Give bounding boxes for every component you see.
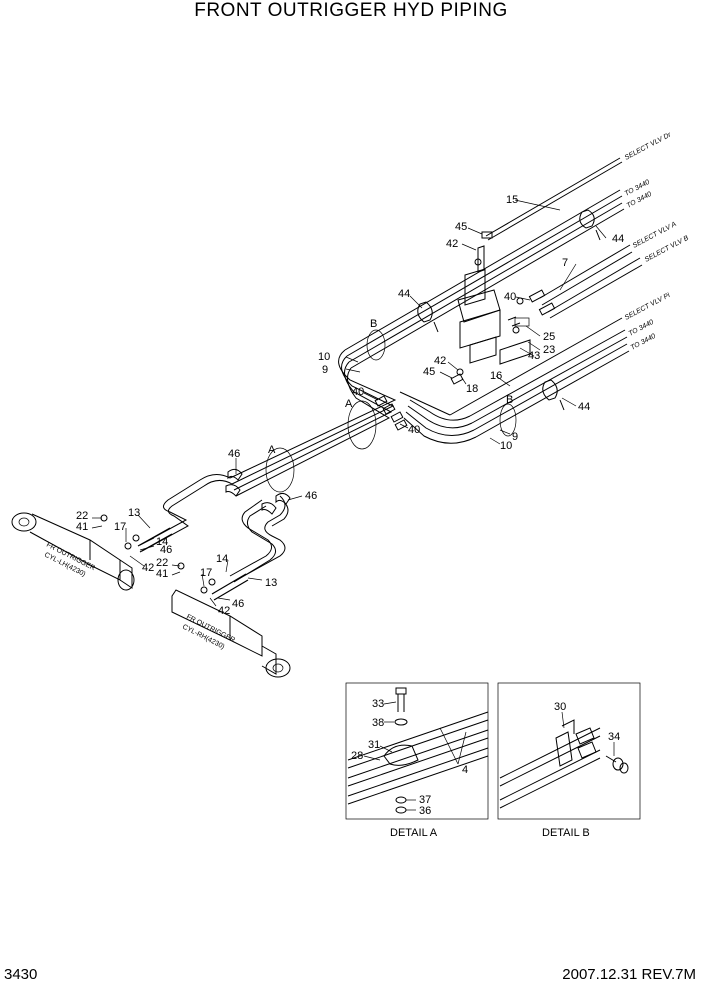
detail-b-drawing xyxy=(499,711,629,809)
part-label: 25 xyxy=(543,331,555,343)
part-label: 46 xyxy=(160,544,172,556)
part-label: 13 xyxy=(265,577,277,589)
page-number: 3430 xyxy=(4,966,38,983)
part-label: 17 xyxy=(200,567,212,579)
detail-a-drawing xyxy=(347,687,489,814)
part-label: 44 xyxy=(398,288,410,300)
detail-a-part-label: 4 xyxy=(462,764,468,776)
part-label: 44 xyxy=(612,233,624,245)
part-label: 40 xyxy=(408,424,420,436)
dest-select-vlv-dr: SELECT VLV Dr xyxy=(624,131,673,162)
pilot-valve-block xyxy=(457,245,531,365)
part-label: 16 xyxy=(490,370,502,382)
part-label: 14 xyxy=(216,553,228,565)
detail-a-part-label: 36 xyxy=(419,805,431,817)
part-label: 46 xyxy=(305,490,317,502)
pipe-bundle-lower xyxy=(137,474,289,601)
pipe-bundle-upper xyxy=(344,157,643,438)
part-label: 41 xyxy=(156,568,168,580)
part-label: 40 xyxy=(352,386,364,398)
detail-a-part-label: 31 xyxy=(368,739,380,751)
part-label: 9 xyxy=(512,431,518,443)
detail-b-marker-ellipse xyxy=(499,403,517,437)
detail-marker-a: A xyxy=(345,398,353,410)
page-title: FRONT OUTRIGGER HYD PIPING xyxy=(194,0,508,21)
detail-a-marker-ellipse xyxy=(347,400,377,450)
part-label: 10 xyxy=(500,440,512,452)
part-label: 18 xyxy=(466,383,478,395)
detail-a-part-label: 33 xyxy=(372,698,384,710)
detail-b-caption: DETAIL B xyxy=(542,827,590,839)
part-label: 7 xyxy=(562,257,568,269)
part-label: 23 xyxy=(543,344,555,356)
detail-b-part-label: 34 xyxy=(608,731,620,743)
part-label: 9 xyxy=(322,364,328,376)
clamp-44 xyxy=(417,209,601,411)
detail-a-marker-ellipse xyxy=(265,447,295,493)
leader-lines xyxy=(91,199,607,607)
detail-a-box xyxy=(345,682,489,820)
part-label: 44 xyxy=(578,401,590,413)
detail-b-box xyxy=(497,682,641,820)
detail-b-marker-ellipse xyxy=(366,329,386,361)
detail-marker-b: B xyxy=(506,394,513,406)
part-label: 13 xyxy=(128,507,140,519)
detail-a-part-label: 38 xyxy=(372,717,384,729)
part-label: 22 xyxy=(156,557,168,569)
part-label: 42 xyxy=(434,355,446,367)
outrigger-cylinder-lh xyxy=(11,512,135,591)
part-label: 15 xyxy=(506,194,518,206)
part-label: 22 xyxy=(76,510,88,522)
detail-marker-b: B xyxy=(370,318,377,330)
part-label: 14 xyxy=(156,536,168,548)
dest-select-vlv-pi: SELECT VLV Pi xyxy=(624,292,672,322)
part-label: 42 xyxy=(218,605,230,617)
part-label: 10 xyxy=(318,351,330,363)
part-label: 42 xyxy=(142,562,154,574)
part-label: 40 xyxy=(504,291,516,303)
pipe-bundle-middle xyxy=(229,349,477,497)
part-label: 41 xyxy=(76,521,88,533)
part-label: 46 xyxy=(228,448,240,460)
detail-b-part-label: 30 xyxy=(554,701,566,713)
part-label: 17 xyxy=(114,521,126,533)
detail-marker-a: A xyxy=(268,444,276,456)
part-label: 46 xyxy=(232,598,244,610)
detail-a-part-label: 28 xyxy=(351,750,363,762)
outrigger-cylinder-rh xyxy=(171,589,291,678)
revision-date: 2007.12.31 REV.7M xyxy=(562,966,696,983)
fittings xyxy=(100,231,556,594)
part-label: 43 xyxy=(528,350,540,362)
part-label: 45 xyxy=(423,366,435,378)
detail-a-caption: DETAIL A xyxy=(390,827,438,839)
part-label: 45 xyxy=(455,221,467,233)
part-labels: 15 45 42 44 7 44 40 25 23 43 42 45 18 16… xyxy=(76,194,624,617)
detail-a-part-label: 37 xyxy=(419,794,431,806)
part-label: 42 xyxy=(446,238,458,250)
